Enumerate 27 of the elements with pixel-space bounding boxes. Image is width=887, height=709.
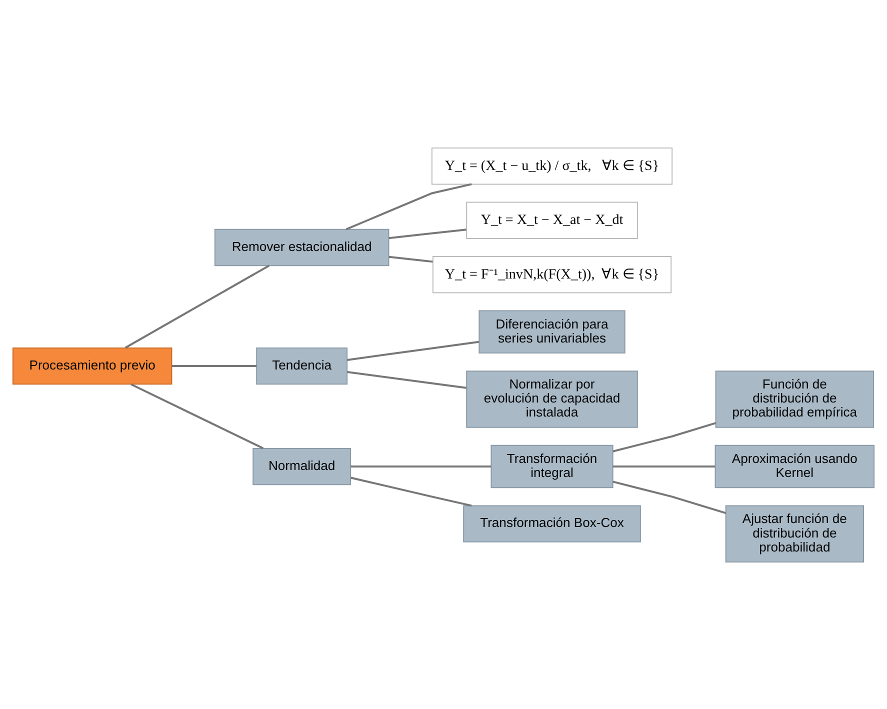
node-box: Y_t = X_t − X_at − X_dt [466,201,638,238]
node-box: Y_t = (X_t − u_tk) / σ_tk, ∀k ∈ {S} [431,147,673,184]
connector [388,228,466,239]
node-box: Normalidad [252,447,352,485]
node-box: Aproximación usando Kernel [714,444,875,488]
node-box: Remover estacionalidad [214,228,390,266]
node-box: Diferenciación para series univariables [478,310,626,353]
connector [612,422,716,452]
node-box: Normalizar por evolución de capacidad instalada [466,370,638,428]
connector [347,370,467,388]
connector [346,182,472,230]
connector [124,264,270,348]
node-box: Transformación integral [490,444,614,488]
node-box: Tendencia [256,346,348,384]
node-box: Función de distribución de probabilidad empírica [715,370,874,428]
connector [350,465,492,468]
connector [612,480,726,514]
connector [347,340,479,360]
connector [350,476,472,506]
connector [172,364,257,367]
node-box: Ajustar función de distribución de probabilidad [725,504,864,562]
node-box: Procesamiento previo [12,346,172,384]
connector [130,382,264,449]
connector [388,255,433,262]
connector [612,465,716,468]
node-box: Transformación Box-Cox [463,504,641,542]
node-box: Y_t = F⁻¹_invN,k(F(X_t)), ∀k ∈ {S} [432,256,672,293]
